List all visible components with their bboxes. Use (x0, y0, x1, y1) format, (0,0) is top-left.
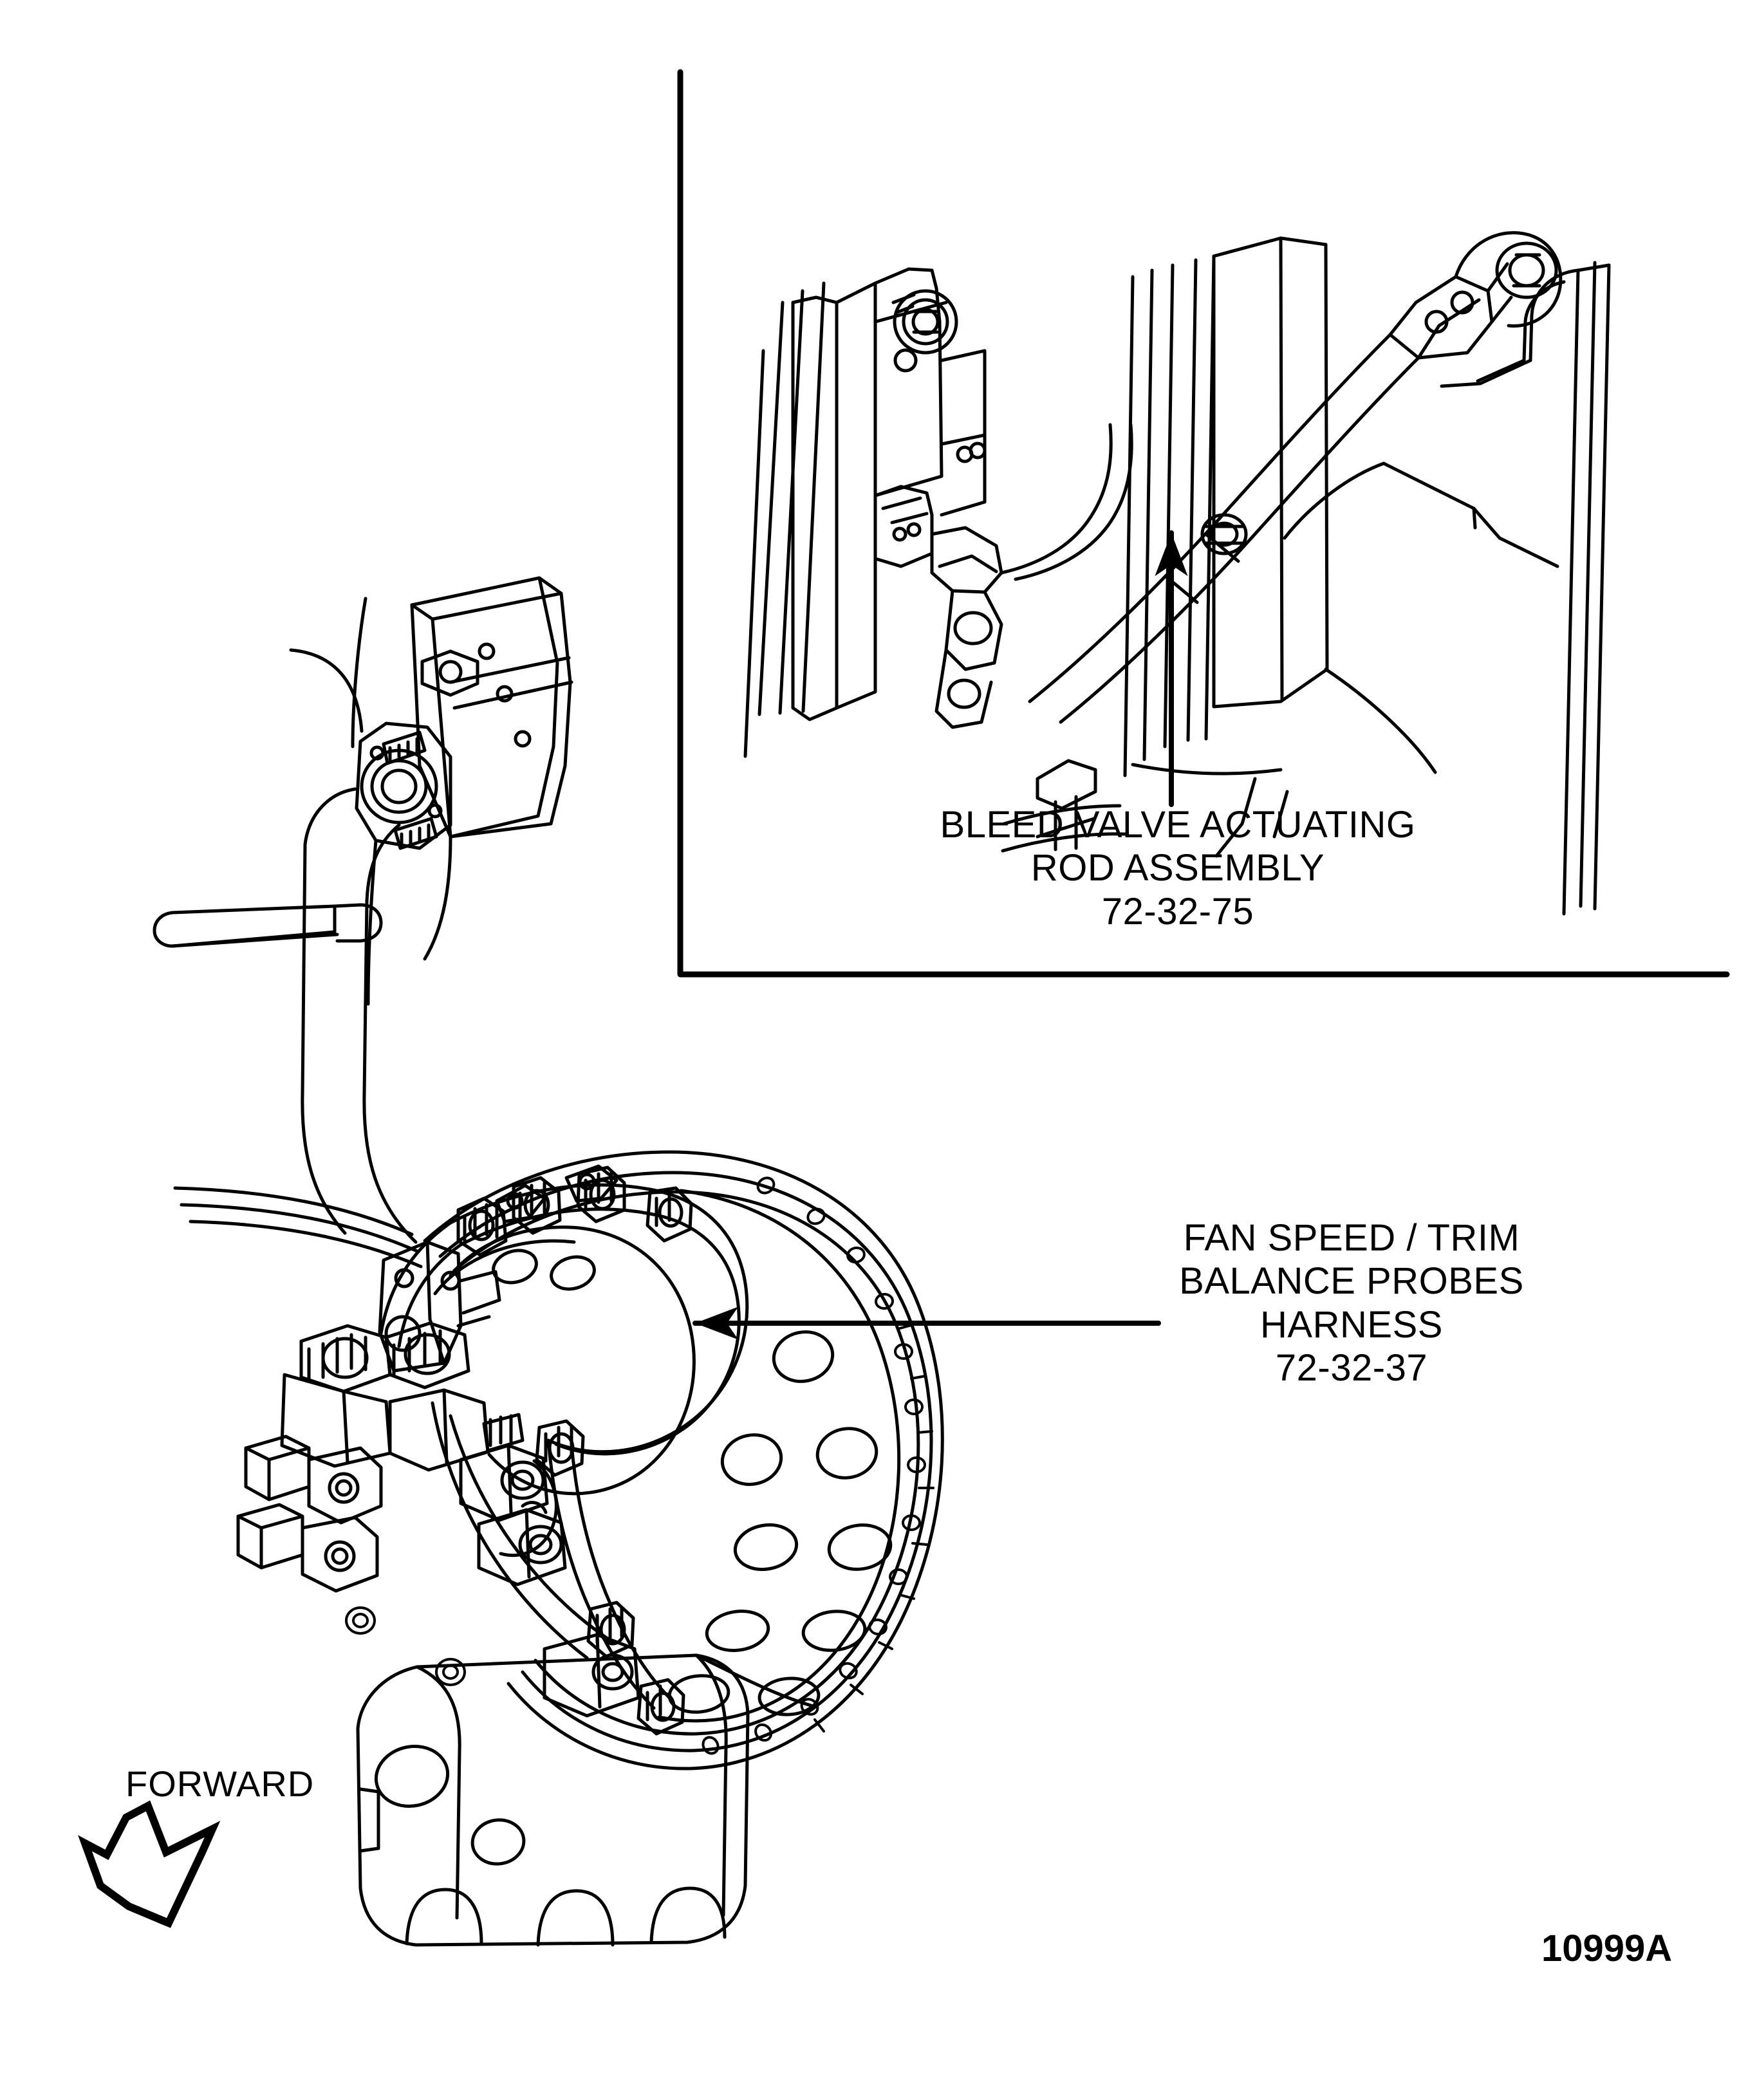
forward-direction-arrow (78, 1800, 221, 1928)
fan-case-assembly (236, 1150, 944, 1947)
inset-detail-drawing (743, 231, 1611, 916)
fan-speed-trim-balance-probes-harness (379, 1183, 749, 1710)
harness-conduit (153, 787, 418, 1244)
forward-label: FORWARD (126, 1763, 315, 1804)
callout-line: ROD ASSEMBLY (1030, 847, 1325, 889)
flange-bolt-holes (702, 1176, 926, 1755)
callout-part-number: 72-32-37 (1275, 1346, 1428, 1389)
lightening-holes (492, 1249, 893, 1716)
callout-line: HARNESS (1260, 1303, 1443, 1346)
callout-part-number: 72-32-75 (1101, 890, 1254, 933)
callout-line: BLEED VALVE ACTUATING (940, 804, 1416, 846)
callout-fan-speed-trim-balance-probes-harness: FAN SPEED / TRIM BALANCE PROBES HARNESS … (1139, 1216, 1564, 1389)
electrical-junction-box (289, 576, 573, 1006)
probe-connector-blocks (236, 1321, 640, 1718)
accessory-gearbox-housing (356, 1653, 813, 1947)
inset-frame (677, 69, 1730, 978)
figure-id-code: 10999A (1541, 1928, 1673, 1969)
bleed-valve-actuating-rod (1028, 231, 1563, 724)
callout-line: BALANCE PROBES (1179, 1260, 1524, 1303)
harness-clamps (456, 1164, 693, 1736)
callout-bleed-valve-actuating-rod: BLEED VALVE ACTUATING ROD ASSEMBLY 72-32… (888, 803, 1467, 933)
callout-line: FAN SPEED / TRIM (1183, 1217, 1520, 1259)
